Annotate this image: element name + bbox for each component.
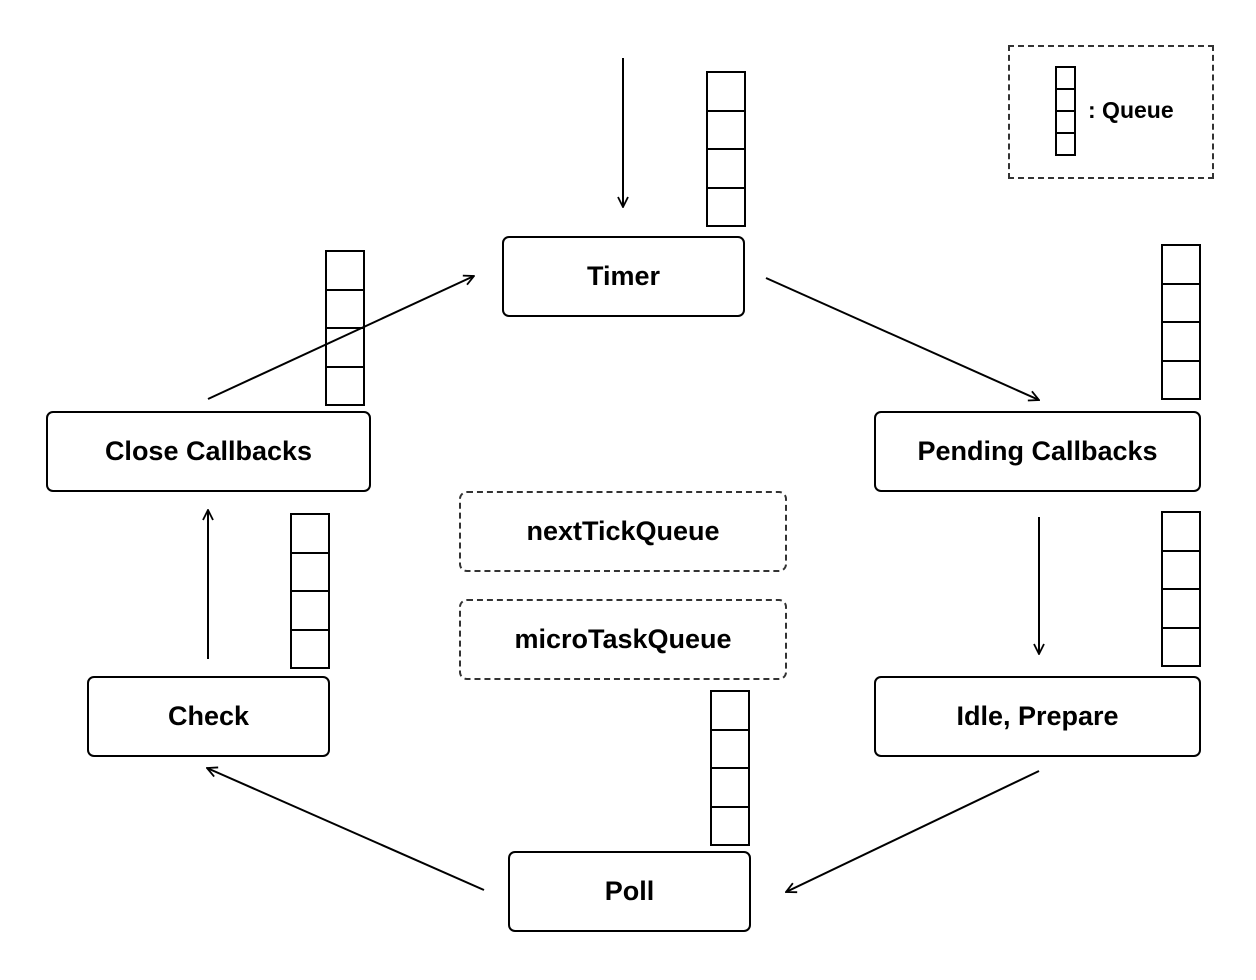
arrow-timer-to-pending <box>765 277 1039 400</box>
phase-check: Check <box>87 676 330 757</box>
arrow-close-to-timer <box>207 276 474 400</box>
close-callbacks-queue <box>325 250 365 406</box>
legend-label: : Queue <box>1088 97 1174 123</box>
phase-close-callbacks: Close Callbacks <box>46 411 371 492</box>
check-queue <box>290 513 330 669</box>
idle-prepare-queue <box>1161 511 1201 667</box>
micro-task-queue-box: microTaskQueue <box>459 599 787 680</box>
poll-queue <box>710 690 750 846</box>
next-tick-queue-box: nextTickQueue <box>459 491 787 572</box>
arrow-idle-to-poll <box>786 770 1040 892</box>
phase-pending-callbacks: Pending Callbacks <box>874 411 1201 492</box>
legend-queue-icon <box>1055 66 1076 156</box>
legend <box>1008 45 1214 179</box>
arrow-poll-to-check <box>207 768 485 891</box>
phase-idle-prepare: Idle, Prepare <box>874 676 1201 757</box>
pending-callbacks-queue <box>1161 244 1201 400</box>
phase-poll: Poll <box>508 851 751 932</box>
phase-timer: Timer <box>502 236 745 317</box>
timer-queue <box>706 71 746 227</box>
